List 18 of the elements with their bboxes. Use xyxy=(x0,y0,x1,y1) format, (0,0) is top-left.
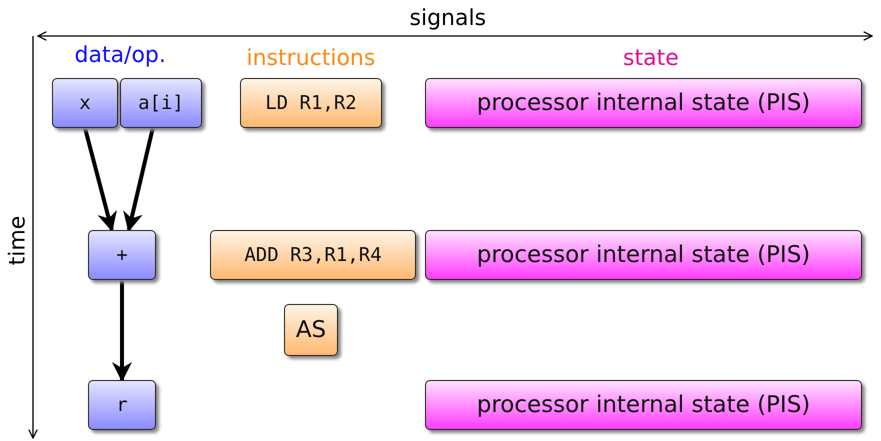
instruction-box: LD R1,R2 xyxy=(240,78,382,128)
data-box: a[i] xyxy=(120,78,202,128)
data-box: x xyxy=(52,78,118,128)
column-heading: instructions xyxy=(246,46,376,70)
arrow xyxy=(112,280,132,382)
column-heading: state xyxy=(623,46,679,70)
state-bar: processor internal state (PIS) xyxy=(425,230,862,280)
state-bar: processor internal state (PIS) xyxy=(425,380,862,430)
arrow xyxy=(123,128,155,232)
axis-label: time xyxy=(5,215,30,265)
axis-label: signals xyxy=(410,6,486,30)
instruction-box: ADD R3,R1,R4 xyxy=(210,230,416,280)
data-box: r xyxy=(88,380,156,430)
instruction-box: AS xyxy=(284,304,338,356)
column-heading: data/op. xyxy=(74,42,166,68)
data-box: + xyxy=(88,230,156,280)
state-bar: processor internal state (PIS) xyxy=(425,78,862,128)
arrow xyxy=(83,128,117,232)
